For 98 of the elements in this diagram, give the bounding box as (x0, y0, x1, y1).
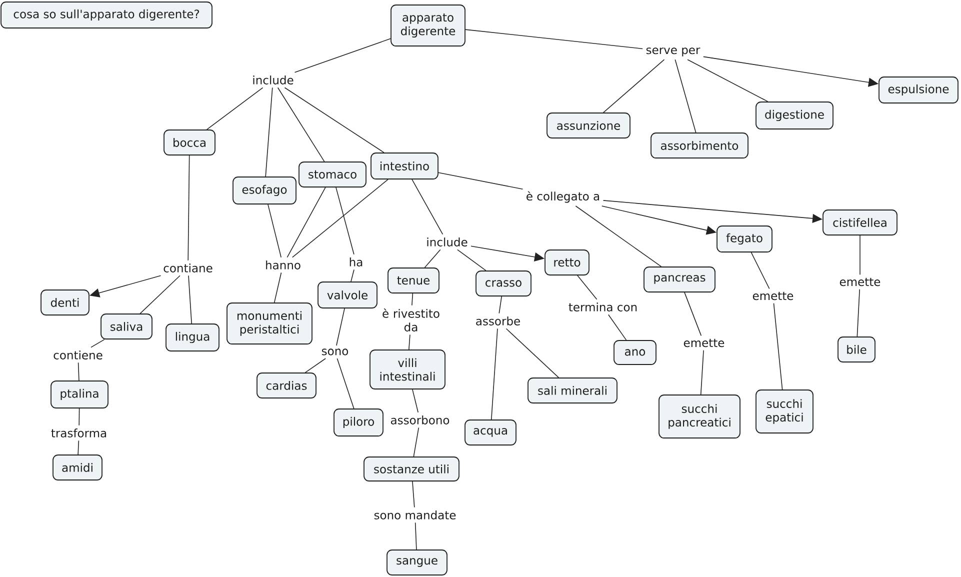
connector-line (575, 206, 662, 267)
connector-line (336, 358, 354, 409)
connector-line (140, 275, 180, 314)
connector-line (412, 481, 415, 508)
connector-line (687, 59, 768, 102)
linking-phrase: assorbe (476, 316, 520, 326)
concept-box: pancreas (644, 266, 716, 292)
connector-line (413, 427, 420, 457)
connector-line (465, 29, 643, 50)
concept-box: amidi (52, 454, 102, 480)
concept-box: assunzione (546, 112, 630, 138)
concept-box: villi intestinali (370, 350, 446, 390)
linking-phrase: ha (350, 258, 362, 266)
concept-box: esofago (232, 176, 296, 204)
connector-line (750, 252, 770, 290)
concept-box: ptalina (50, 380, 108, 408)
connector-line (424, 249, 441, 268)
question-box: cosa so sull'apparato digerente? (0, 2, 212, 28)
concept-box: cistifellea (822, 210, 898, 236)
connector-line (350, 269, 354, 282)
connector-line (294, 38, 391, 73)
connector-line (268, 204, 282, 258)
concept-box: crasso (476, 270, 532, 296)
connector-line (286, 187, 326, 258)
connector-line (78, 440, 80, 455)
linking-phrase: termina con (568, 302, 637, 312)
linking-phrase: emette (684, 338, 724, 348)
concept-box: succhi pancreatici (658, 394, 740, 438)
connector-line (577, 275, 598, 300)
concept-box: bile (838, 336, 876, 362)
concept-box: ano (614, 340, 656, 365)
concept-box: valvole (318, 282, 378, 308)
concept-box: sangue (386, 550, 448, 576)
concept-box: saliva (100, 314, 152, 340)
linking-phrase: sono (322, 348, 348, 356)
linking-phrase: emette (752, 292, 794, 300)
linking-phrase: è collegato a (526, 191, 600, 203)
concept-box: fegato (716, 226, 772, 252)
connector-line (414, 522, 417, 550)
concept-box: acqua (464, 420, 516, 446)
linking-phrase: hanno (266, 260, 300, 270)
connector-line (265, 87, 273, 177)
concept-box: cardias (256, 372, 316, 398)
connector-line (412, 389, 419, 413)
connector-line (90, 339, 105, 348)
connector-line (188, 275, 192, 324)
linking-phrase: emette (840, 278, 880, 286)
concept-box: monumenti peristaltici (226, 302, 312, 344)
connector-line (506, 328, 560, 378)
concept-box: stomaco (298, 162, 366, 188)
concept-box: retto (544, 250, 590, 276)
connector-line (304, 358, 326, 373)
connector-line (78, 362, 80, 381)
concept-box: espulsione (878, 76, 958, 104)
concept-box: apparato digerente (390, 4, 466, 46)
connector-line (602, 59, 665, 113)
concept-box: intestino (370, 152, 438, 180)
linking-phrase: assorbono (390, 416, 450, 424)
connector-line (498, 296, 502, 314)
connector-line (490, 328, 498, 420)
linking-phrase: contiane (164, 264, 212, 272)
linking-phrase: trasforma (51, 428, 106, 438)
connector-line (206, 87, 264, 130)
connector-line (700, 350, 704, 395)
connector-line (674, 59, 696, 133)
concept-box: bocca (164, 130, 216, 156)
connector-line (412, 179, 444, 235)
connector-line (773, 302, 783, 390)
concept-box: denti (40, 290, 90, 316)
concept-box: sali minerali (528, 378, 618, 404)
linking-phrase: contiene (54, 350, 102, 360)
connector-line (412, 293, 414, 306)
concept-box: assorbimento (650, 132, 748, 158)
connector-line (292, 179, 388, 258)
concept-box: tenue (388, 268, 440, 294)
linking-phrase: include (253, 76, 294, 84)
concept-box: sostanze utili (364, 456, 460, 482)
concept-box: succhi epatici (756, 390, 814, 434)
linking-phrase: è rivestito da (382, 308, 440, 332)
connector-line (684, 292, 702, 336)
connector-line (284, 87, 384, 153)
concept-box: digestione (756, 102, 834, 130)
connector-line (188, 155, 190, 261)
connector-line (457, 249, 486, 271)
linking-phrase: include (427, 238, 468, 246)
connector-line (608, 314, 627, 340)
concept-box: piloro (334, 408, 384, 436)
connector-line (336, 308, 345, 346)
concept-box: lingua (166, 324, 220, 352)
connector-line (438, 172, 524, 190)
linking-phrase: serve per (646, 48, 700, 56)
connector-line (78, 408, 80, 426)
connector-line (856, 288, 860, 337)
connector-line (408, 334, 410, 350)
linking-phrase: sono mandate (374, 510, 456, 520)
connector-line (274, 272, 282, 303)
connector-line (336, 187, 354, 255)
connector-line (277, 87, 325, 162)
